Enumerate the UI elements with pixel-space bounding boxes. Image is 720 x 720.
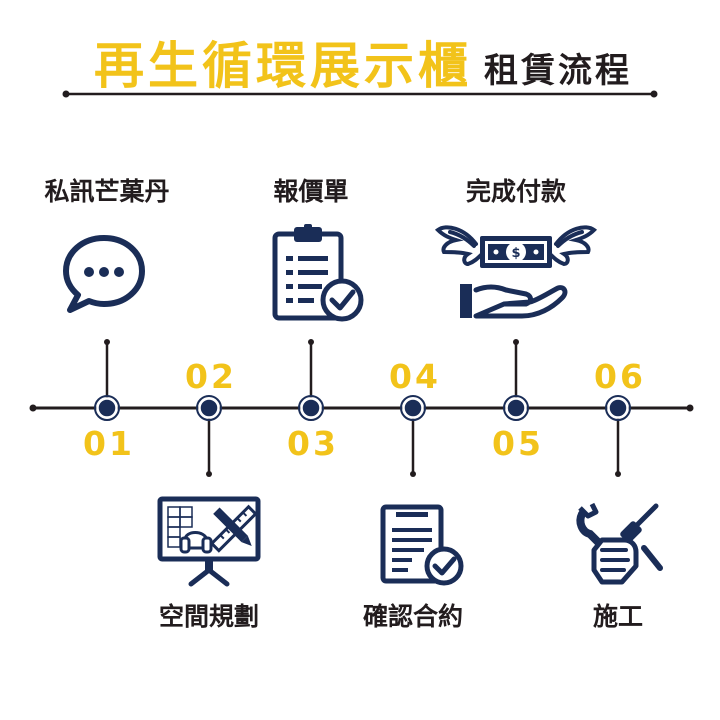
timeline-end-right — [686, 404, 694, 412]
step-number-3: 03 — [287, 424, 339, 463]
title-underline-end-right — [650, 90, 658, 98]
step-label-6: 施工 — [592, 602, 644, 631]
chat-bubble-icon — [63, 235, 145, 313]
construction-tools-icon — [576, 502, 663, 585]
winged-money-icon: $ — [434, 225, 598, 319]
title-underline-end-left — [62, 90, 70, 98]
step-number-5: 05 — [492, 424, 544, 463]
node-step-4 — [402, 397, 424, 419]
step-label-4: 確認合約 — [362, 602, 464, 631]
step-number-6: 06 — [594, 357, 646, 396]
contract-check-icon — [380, 504, 464, 586]
step-number-1: 01 — [83, 424, 135, 463]
clipboard-check-icon — [272, 224, 364, 322]
node-step-3 — [300, 397, 322, 419]
step-label-2: 空間規劃 — [158, 602, 260, 631]
step-label-5: 完成付款 — [465, 177, 567, 206]
step-number-2: 02 — [185, 357, 237, 396]
title-main: 再生循環展示櫃 — [88, 26, 478, 98]
step-label-1: 私訊芒菓丹 — [44, 177, 170, 206]
header: 再生循環展示櫃租賃流程 — [0, 26, 720, 98]
timeline-end-left — [29, 404, 37, 412]
step-number-4: 04 — [389, 357, 441, 396]
step-label-3: 報價單 — [273, 177, 349, 206]
node-step-6 — [607, 397, 629, 419]
design-monitor-icon — [157, 496, 261, 587]
svg-text:$: $ — [511, 246, 520, 261]
node-step-5 — [505, 397, 527, 419]
node-step-1 — [96, 397, 118, 419]
title-sub: 租賃流程 — [484, 51, 632, 91]
node-step-2 — [198, 397, 220, 419]
